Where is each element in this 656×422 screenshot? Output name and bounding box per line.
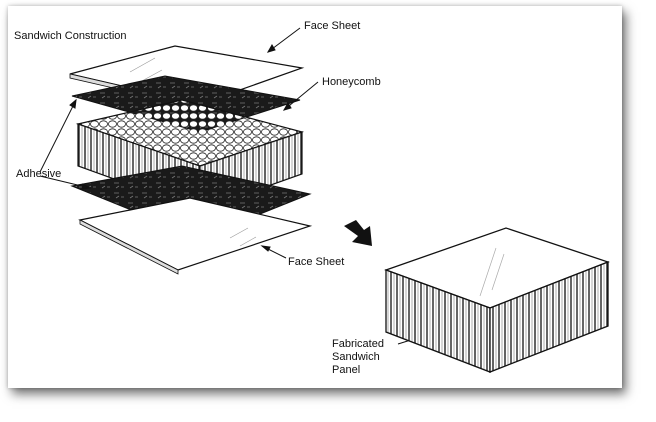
face-sheet-bottom-label: Face Sheet bbox=[288, 256, 345, 268]
fabricated-line-3: Panel bbox=[332, 364, 361, 376]
title-label: Sandwich Construction bbox=[14, 30, 127, 42]
fabricated-panel-label: Fabricated Sandwich Panel bbox=[332, 338, 402, 377]
bottom-face-sheet bbox=[78, 197, 313, 275]
fabricated-line-1: Fabricated bbox=[332, 338, 384, 350]
face-sheet-top-label: Face Sheet bbox=[304, 20, 361, 32]
down-right-arrow-icon bbox=[344, 220, 372, 246]
adhesive-label: Adhesive bbox=[16, 168, 62, 180]
fabricated-line-2: Sandwich bbox=[332, 351, 380, 363]
fabricated-panel bbox=[384, 227, 610, 373]
honeycomb-label: Honeycomb bbox=[322, 76, 381, 88]
